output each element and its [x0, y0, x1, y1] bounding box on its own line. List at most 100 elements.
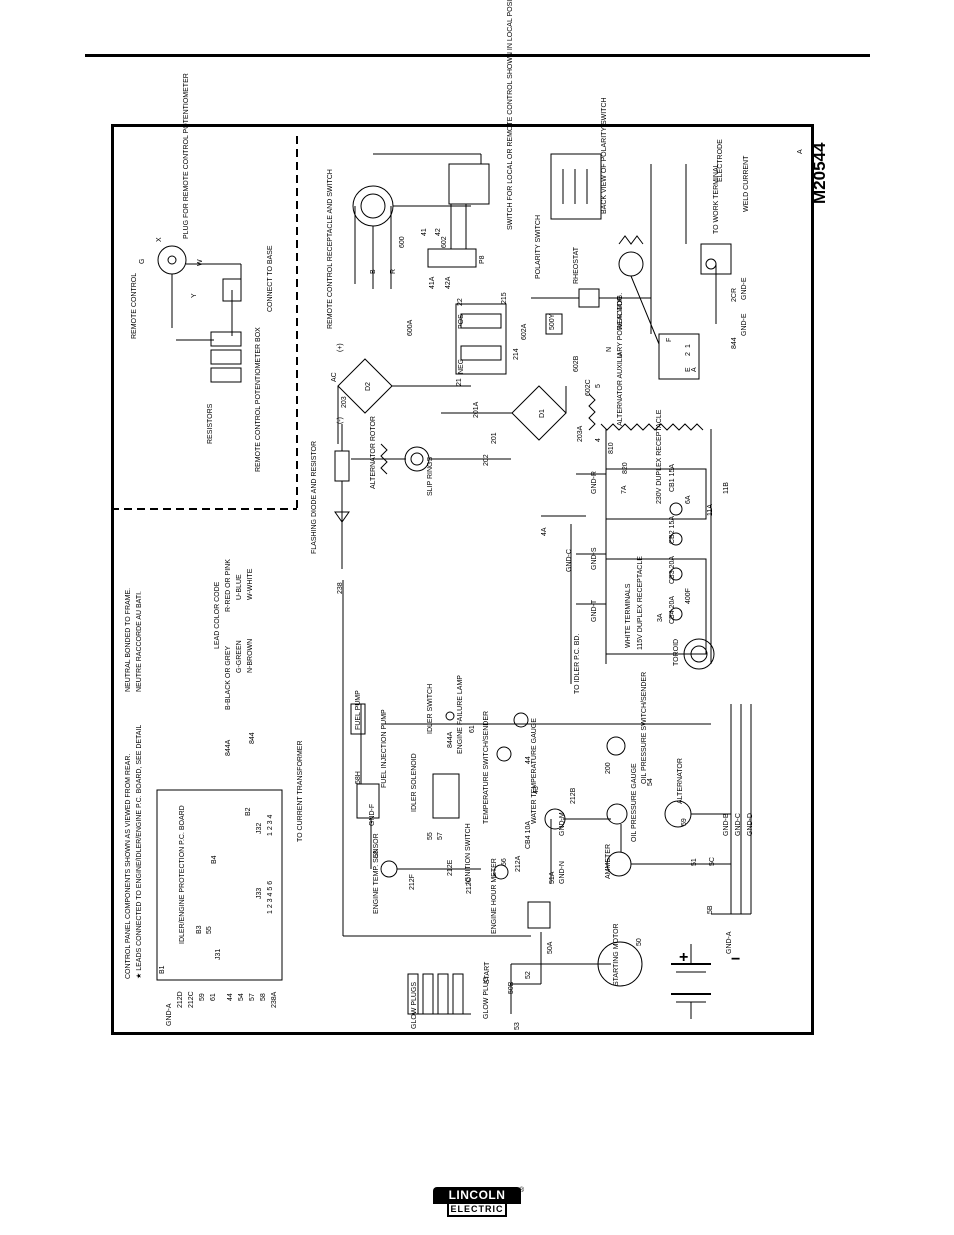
- wire-r: R: [390, 268, 397, 274]
- ac-d2: AC: [331, 372, 338, 382]
- resistor-1: [210, 331, 242, 347]
- lead-212f: 212F: [409, 874, 416, 890]
- lead-42: 42: [435, 228, 442, 236]
- battery-plus: +: [679, 949, 688, 966]
- terminal-1: 1: [685, 344, 692, 348]
- lead-53: 53: [514, 1022, 521, 1030]
- switch-local-label: SWITCH FOR LOCAL OR REMOTE CONTROL SHOWN…: [507, 0, 514, 230]
- lead-602c: 602C: [585, 379, 592, 396]
- diagram-border: [111, 124, 814, 1035]
- lead-51: 51: [691, 858, 698, 866]
- revision-mark: A: [797, 149, 804, 154]
- alternator-rotor-label: ALTERNATOR ROTOR: [370, 416, 377, 489]
- lead-2cr: 2CR: [731, 287, 738, 302]
- lead-gnd-n: GND-N: [559, 861, 566, 884]
- logo-registered: ®: [519, 1187, 525, 1194]
- lead-844-out: 844: [731, 337, 738, 349]
- fuel-injection-pump: [356, 783, 380, 819]
- lead-gnd-m: GND-M: [559, 812, 566, 836]
- lead-gnd-t: GND-T: [591, 599, 598, 622]
- lead-400f: 400F: [685, 588, 692, 604]
- toroid: [683, 638, 715, 670]
- pc-b3: B3: [196, 925, 203, 934]
- battery-minus: −: [731, 951, 740, 968]
- note-leads: ★ LEADS CONNECTED TO ENGINE/IDLER/ENGINE…: [136, 724, 143, 979]
- color-code-left-2: G-GREEN: [236, 640, 243, 673]
- lead-57: 57: [437, 832, 444, 840]
- to-idler-pc-label: TO IDLER P.C. BD.: [574, 633, 581, 694]
- lead-gnd-s: GND-S: [591, 547, 598, 570]
- lead-203a: 203A: [577, 425, 584, 442]
- lead-4: 4: [595, 438, 602, 442]
- pc-lead-61: 61: [210, 993, 217, 1001]
- wire-b: B: [370, 269, 377, 274]
- lead-6a: 6A: [685, 495, 692, 504]
- receptacle-115v: [605, 558, 707, 655]
- lead-21: 21: [456, 378, 463, 386]
- lead-214: 214: [513, 348, 520, 360]
- glow-plugs-label: GLOW PLUGS: [411, 981, 418, 1029]
- lead-820: 820: [622, 462, 629, 474]
- resistor-500y-label: 500Y: [549, 313, 556, 330]
- lead-212b: 212B: [570, 787, 577, 804]
- plug-pin-g: G: [139, 258, 146, 264]
- lead-844a: 844A: [447, 731, 454, 748]
- local-remote-switch: [448, 163, 490, 205]
- hour-meter-label: ENGINE HOUR METER: [491, 858, 498, 934]
- color-code-right-1: R-RED OR PINK: [225, 559, 232, 612]
- output-terminal-block: [658, 333, 700, 380]
- fuel-pump-label: FUEL PUMP: [355, 690, 362, 730]
- flashing-diode-label: FLASHING DIODE AND RESISTOR: [311, 440, 318, 554]
- lead-11b: 11B: [723, 482, 730, 494]
- polarity-switch: [455, 303, 507, 375]
- lead-50a: 50A: [547, 941, 554, 954]
- lead-602b: 602B: [573, 355, 580, 372]
- reactor-label: REACTOR: [617, 295, 624, 330]
- lead-gnd-f: GND-F: [369, 803, 376, 826]
- idler-switch: [445, 711, 455, 721]
- note-neutral-fr: NEUTRE RACCORDE AU BATI.: [136, 591, 143, 692]
- lead-203: 203: [341, 396, 348, 408]
- lead-4a: 4A: [541, 527, 548, 536]
- pc-board-box: [156, 789, 283, 981]
- cb3: [669, 567, 683, 581]
- remote-control-label: REMOTE CONTROL: [131, 272, 138, 339]
- lead-5c: 5C: [709, 857, 716, 866]
- header-rule: [85, 54, 870, 57]
- lead-gnd-e: GND-E: [741, 313, 748, 336]
- lead-gnd-a: GND-A: [726, 931, 733, 954]
- pc-board-title: IDLER/ENGINE PROTECTION P.C. BOARD: [179, 805, 186, 944]
- ammeter-label: AMMETER: [605, 844, 612, 879]
- cb3-label: CB3 20A: [669, 555, 676, 584]
- pc-j33-pins: 1 2 3 4 5 6: [267, 880, 274, 914]
- engine-failure-lamp: [513, 712, 529, 728]
- plug-pin-w: W: [197, 259, 204, 266]
- lead-color-code-title: LEAD COLOR CODE: [214, 581, 221, 649]
- pc-j32-pins: 1 2 3 4: [267, 814, 274, 836]
- engine-failure-lamp-label: ENGINE FAILURE LAMP: [457, 675, 464, 754]
- white-terminals-label: WHITE TERMINALS: [625, 583, 632, 648]
- pos-label: POS: [458, 314, 465, 329]
- idler-solenoid: [432, 773, 460, 819]
- u-label: U: [617, 352, 624, 358]
- connect-to-base-label: CONNECT TO BASE: [267, 245, 274, 312]
- lead-600a: 600A: [407, 319, 414, 336]
- lead-43: 43: [533, 786, 540, 794]
- lead-59: 59: [681, 818, 688, 826]
- idler-switch-label: IDLER SWITCH: [427, 683, 434, 734]
- idler-solenoid-label: IDLER SOLENOID: [411, 753, 418, 812]
- pc-b1: B1: [159, 965, 166, 974]
- lead-gnd-c-rec: GND-C: [566, 549, 573, 572]
- lead-gnd-c: GND-C: [735, 813, 742, 836]
- receptacle-230-label: 230V DUPLEX RECEPTACLE: [656, 409, 663, 504]
- lead-5b: 5B: [707, 905, 714, 914]
- pc-lead-57: 57: [249, 993, 256, 1001]
- starting-motor-label: STARTING MOTOR: [613, 923, 620, 986]
- rheostat-label: RHEOSTAT: [573, 246, 580, 284]
- lead-54: 54: [647, 778, 654, 786]
- lead-212e: 212E: [447, 859, 454, 876]
- lead-215: 215: [501, 292, 508, 304]
- lead-41a: 41A: [429, 276, 436, 289]
- cb4-breaker: [669, 607, 683, 621]
- back-view-label: BACK VIEW OF POLARITY SWITCH: [601, 97, 608, 214]
